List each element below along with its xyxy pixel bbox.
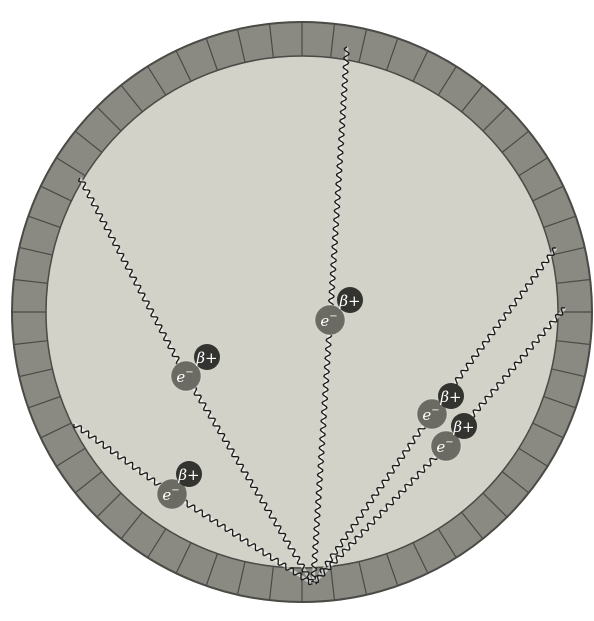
positron-label: β+: [195, 349, 217, 367]
positron-label: β+: [177, 466, 199, 484]
positron-label: β+: [338, 292, 360, 310]
positron-label: β+: [439, 388, 461, 406]
positron-label: β+: [452, 418, 474, 436]
detector-chamber: [46, 56, 558, 568]
